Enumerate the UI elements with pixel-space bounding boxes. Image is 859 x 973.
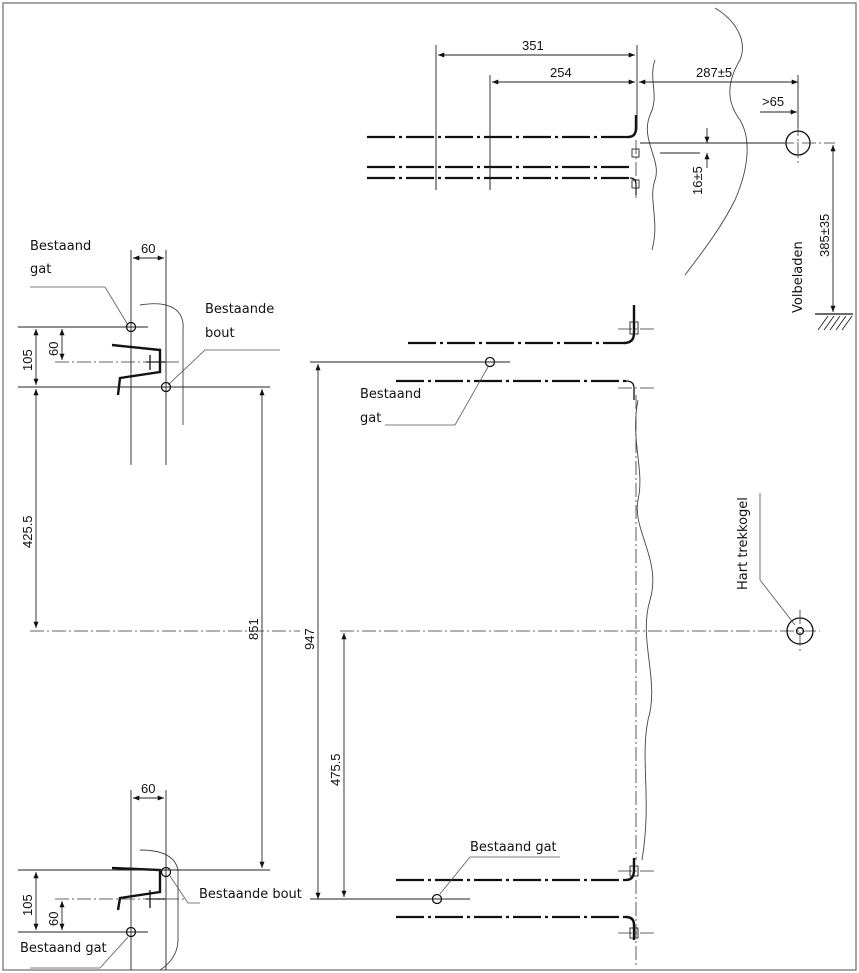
leader-bestaand-gat-mb — [439, 856, 560, 895]
dim-947: 947 — [302, 628, 317, 650]
dim-105-top: 105 — [20, 349, 35, 371]
dim-60-bot: 60 — [141, 781, 155, 796]
rail-mid-1-end — [623, 305, 636, 345]
bolt-bl — [160, 866, 172, 878]
rail-top-3-end — [629, 177, 637, 195]
label-bestaand-gat-tl-2: gat — [30, 262, 51, 277]
dim-60v-bot: 60 — [46, 912, 61, 926]
dim-425: 425.5 — [20, 515, 35, 548]
chassis-wave — [635, 399, 654, 861]
leader-bestaand-gat-bl — [30, 936, 129, 969]
label-bestaand-gat-tl-1: Bestaand — [30, 239, 91, 254]
rail-low-2-end — [625, 915, 636, 940]
label-hart-trekkogel: Hart trekkogel — [736, 497, 751, 590]
dim-385: 385±35 — [817, 214, 832, 257]
dim-851: 851 — [246, 618, 261, 640]
rail-low-1-end — [625, 858, 636, 882]
dim-254: 254 — [550, 65, 572, 80]
leader-hart-trekkogel — [759, 493, 796, 626]
label-bestaand-gat-bl: Bestaand gat — [20, 941, 107, 956]
profile-curve-bot — [139, 849, 179, 971]
dim-60v-top: 60 — [46, 342, 61, 356]
label-volbeladen: Volbeladen — [791, 241, 806, 313]
chassis-cut-line — [646, 59, 657, 251]
dim-105-bot: 105 — [20, 894, 35, 916]
profile-curve-top — [139, 303, 184, 425]
top-right-detail: 351 254 287±5 >65 16±5 385±35 Volbeladen — [367, 7, 853, 331]
rail-top-1-end — [627, 115, 638, 139]
label-bestaand-gat-mid-2: gat — [360, 411, 381, 426]
leader-bestaand-gat-tl — [30, 286, 129, 326]
dim-65: >65 — [762, 94, 784, 109]
bolt-symbol-top — [631, 148, 640, 158]
dim-287: 287±5 — [696, 65, 732, 80]
dim-60-top: 60 — [141, 241, 155, 256]
label-bestaande-bout-tl-1: Bestaande — [205, 302, 274, 317]
dim-475: 475.5 — [328, 753, 343, 786]
middle-detail: Bestaand gat 947 475.5 Hart trekkogel Be… — [302, 305, 814, 965]
bracket-profile-top — [111, 343, 162, 396]
bracket-profile-bot — [111, 866, 162, 911]
rail-mid-2-end — [625, 380, 635, 400]
left-top-detail: Bestaand gat Bestaande bout 60 105 60 42… — [18, 239, 280, 868]
bolt-symbol-mid — [629, 321, 639, 335]
leader-bestaande-bout-tl — [167, 349, 280, 386]
leader-bestaande-bout-bl — [169, 875, 200, 904]
leader-bestaand-gat-mid — [385, 366, 489, 426]
ground-hatch — [817, 315, 853, 331]
dim-351: 351 — [522, 38, 544, 53]
label-bestaande-bout-bl: Bestaande bout — [199, 887, 302, 902]
label-bestaand-gat-mid-1: Bestaand — [360, 387, 421, 402]
left-bottom-detail: 60 105 60 Bestaande bout Bestaand gat — [18, 781, 302, 971]
dim-16: 16±5 — [690, 166, 705, 195]
vehicle-body-curve — [684, 7, 748, 276]
label-bestaande-bout-tl-2: bout — [205, 326, 235, 341]
bolt-symbol-top-2 — [631, 179, 640, 189]
label-bestaand-gat-mb: Bestaand gat — [470, 840, 557, 855]
